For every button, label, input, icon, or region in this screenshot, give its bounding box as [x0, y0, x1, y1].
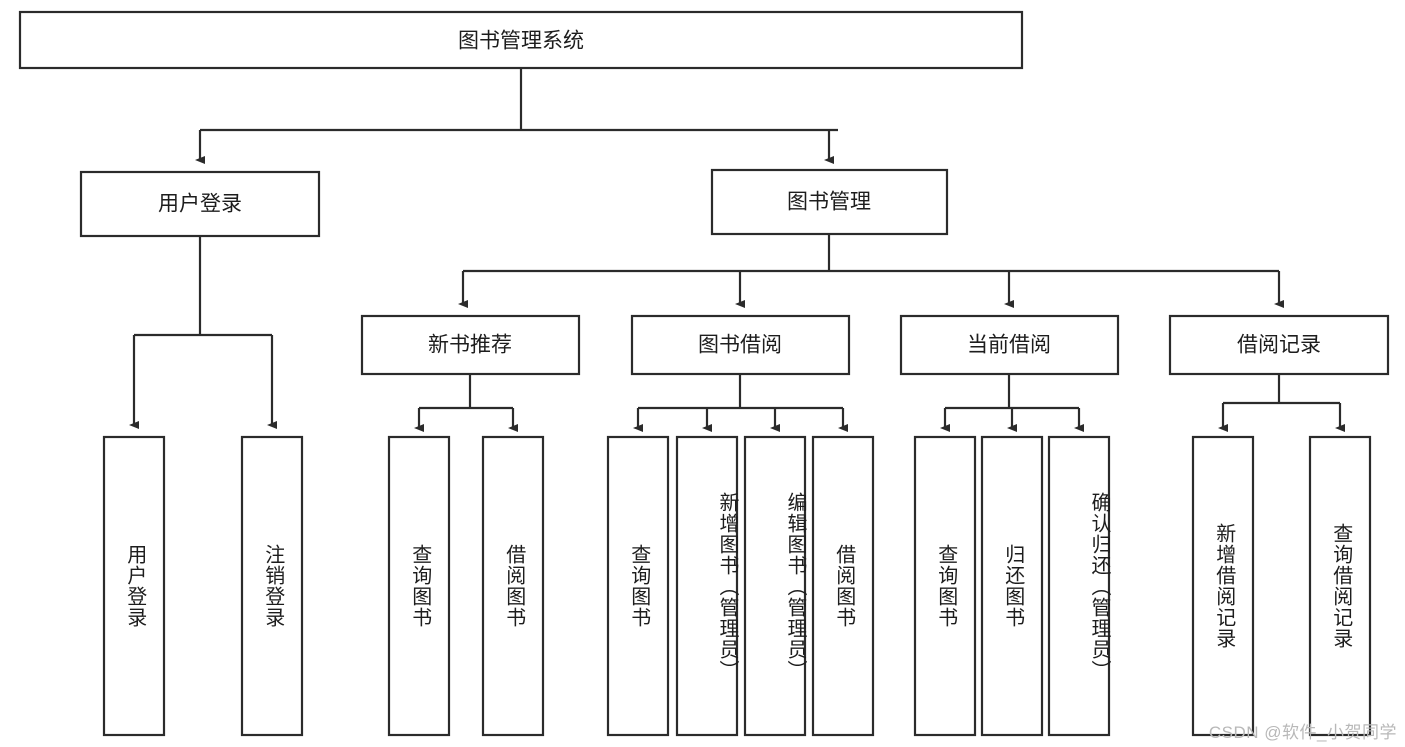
leaf-query-record-box[interactable]	[1308, 435, 1372, 737]
connector-root-to-level2	[195, 68, 838, 164]
node-new-book-recommend-box[interactable]	[360, 314, 581, 376]
node-book-borrow[interactable]: 图书借阅	[630, 314, 851, 376]
node-book-manage-box[interactable]	[710, 168, 949, 236]
leaf-borrow-book-rec-box[interactable]	[481, 435, 545, 737]
node-new-book-recommend[interactable]: 新书推荐	[360, 314, 581, 376]
leaf-query-book-rec-box[interactable]	[387, 435, 451, 737]
leaf-logout-box[interactable]	[240, 435, 304, 737]
node-book-manage[interactable]: 图书管理	[710, 168, 949, 236]
leaf-return-book-box[interactable]	[980, 435, 1044, 737]
connector-new-book-recommend-to-leaves	[414, 374, 518, 432]
node-book-manage-label: 图书管理	[787, 191, 871, 214]
leaf-user-login-box[interactable]	[102, 435, 166, 737]
node-current-borrow[interactable]: 当前借阅	[899, 314, 1120, 376]
connector-borrow-record-to-leaves	[1218, 374, 1345, 432]
leaf-boxes	[102, 435, 1372, 737]
leaf-add-book-box[interactable]	[675, 435, 739, 737]
node-current-borrow-label: 当前借阅	[967, 334, 1051, 357]
connector-current-borrow-to-leaves	[940, 374, 1084, 432]
node-root-box[interactable]	[18, 10, 1024, 70]
leaf-edit-book-box[interactable]	[743, 435, 807, 737]
node-current-borrow-box[interactable]	[899, 314, 1120, 376]
node-new-book-recommend-label: 新书推荐	[428, 334, 512, 357]
node-borrow-record-label: 借阅记录	[1237, 334, 1321, 357]
connector-book-manage-to-level3	[458, 234, 1284, 308]
connector-book-borrow-to-leaves	[633, 374, 848, 432]
node-user-login-box[interactable]	[79, 170, 321, 238]
node-user-login-label: 用户登录	[158, 193, 242, 216]
connector-user-login-to-leaves	[129, 236, 277, 429]
leaf-borrow-book-box[interactable]	[811, 435, 875, 737]
node-borrow-record[interactable]: 借阅记录	[1168, 314, 1390, 376]
leaf-add-record-box[interactable]	[1191, 435, 1255, 737]
csdn-watermark: CSDN @软件_小贺同学	[1208, 723, 1397, 742]
node-book-borrow-label: 图书借阅	[698, 334, 782, 357]
leaf-confirm-return-box[interactable]	[1047, 435, 1111, 737]
leaf-query-book-borrow-box[interactable]	[606, 435, 670, 737]
node-root[interactable]: 图书管理系统	[18, 10, 1024, 70]
node-root-label: 图书管理系统	[458, 30, 584, 53]
leaf-query-book-cur-box[interactable]	[913, 435, 977, 737]
node-user-login[interactable]: 用户登录	[79, 170, 321, 238]
